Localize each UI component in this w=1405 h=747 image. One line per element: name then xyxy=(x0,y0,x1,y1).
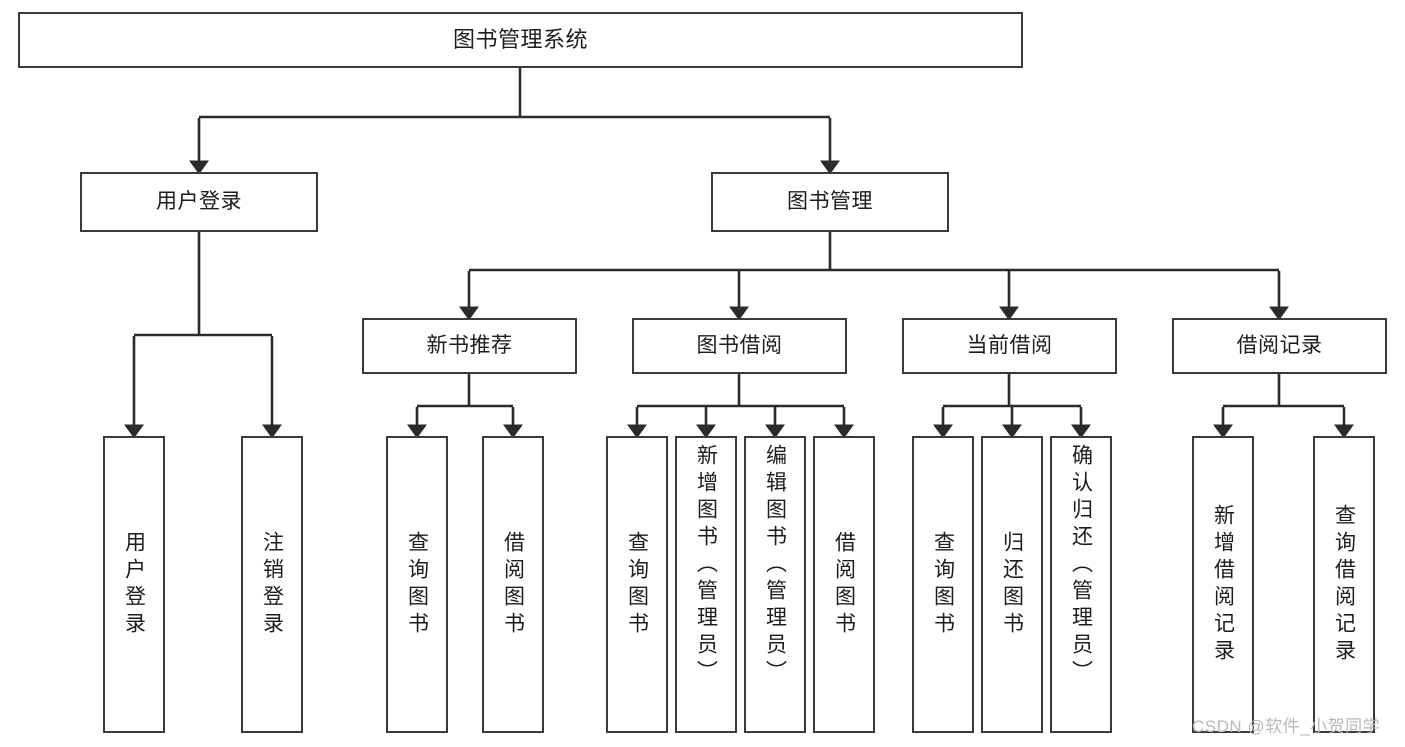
node-add-book-admin-label: 新增图书（管理员） xyxy=(694,444,718,687)
node-book-manage-label: 图书管理 xyxy=(787,190,873,214)
node-user-login-action-label: 用户登录 xyxy=(122,530,146,639)
node-query-borrow-record-label: 查询借阅记录 xyxy=(1332,503,1356,666)
node-current-borrow[interactable]: 当前借阅 xyxy=(902,318,1117,374)
node-root-label: 图书管理系统 xyxy=(452,27,588,53)
node-query-book-borrow-label: 查询图书 xyxy=(625,530,649,639)
node-borrow-book-recommend-label: 借阅图书 xyxy=(501,530,525,639)
node-query-book-current-label: 查询图书 xyxy=(931,530,955,639)
node-book-borrow[interactable]: 图书借阅 xyxy=(632,318,847,374)
node-borrow-book-action[interactable]: 借阅图书 xyxy=(813,436,875,733)
node-book-borrow-label: 图书借阅 xyxy=(696,334,783,358)
node-user-login-label: 用户登录 xyxy=(156,190,242,214)
node-confirm-return-admin[interactable]: 确认归还（管理员） xyxy=(1050,436,1112,733)
node-user-logout-action[interactable]: 注销登录 xyxy=(241,436,303,733)
node-add-borrow-record[interactable]: 新增借阅记录 xyxy=(1192,436,1254,733)
node-new-book-recommend[interactable]: 新书推荐 xyxy=(362,318,577,374)
node-edit-book-admin[interactable]: 编辑图书（管理员） xyxy=(744,436,806,733)
node-add-book-admin[interactable]: 新增图书（管理员） xyxy=(675,436,737,733)
node-query-book-recommend[interactable]: 查询图书 xyxy=(386,436,448,733)
node-query-book-current[interactable]: 查询图书 xyxy=(912,436,974,733)
node-confirm-return-admin-label: 确认归还（管理员） xyxy=(1069,444,1093,687)
node-edit-book-admin-label: 编辑图书（管理员） xyxy=(763,444,787,687)
csdn-watermark: CSDN @软件_小贺同学 xyxy=(1192,717,1381,736)
node-query-book-recommend-label: 查询图书 xyxy=(405,530,429,639)
node-borrow-record-label: 借阅记录 xyxy=(1236,334,1323,358)
node-root[interactable]: 图书管理系统 xyxy=(18,12,1023,68)
node-user-login[interactable]: 用户登录 xyxy=(80,172,318,232)
node-current-borrow-label: 当前借阅 xyxy=(966,334,1053,358)
node-user-login-action[interactable]: 用户登录 xyxy=(103,436,165,733)
node-borrow-book-action-label: 借阅图书 xyxy=(832,530,856,639)
node-add-borrow-record-label: 新增借阅记录 xyxy=(1211,503,1235,666)
node-return-book-label: 归还图书 xyxy=(1000,530,1024,639)
node-query-book-borrow[interactable]: 查询图书 xyxy=(606,436,668,733)
node-query-borrow-record[interactable]: 查询借阅记录 xyxy=(1313,436,1375,733)
node-book-manage[interactable]: 图书管理 xyxy=(711,172,949,232)
node-user-logout-action-label: 注销登录 xyxy=(260,530,284,639)
node-new-book-recommend-label: 新书推荐 xyxy=(426,334,513,358)
node-borrow-book-recommend[interactable]: 借阅图书 xyxy=(482,436,544,733)
node-borrow-record[interactable]: 借阅记录 xyxy=(1172,318,1387,374)
node-return-book[interactable]: 归还图书 xyxy=(981,436,1043,733)
